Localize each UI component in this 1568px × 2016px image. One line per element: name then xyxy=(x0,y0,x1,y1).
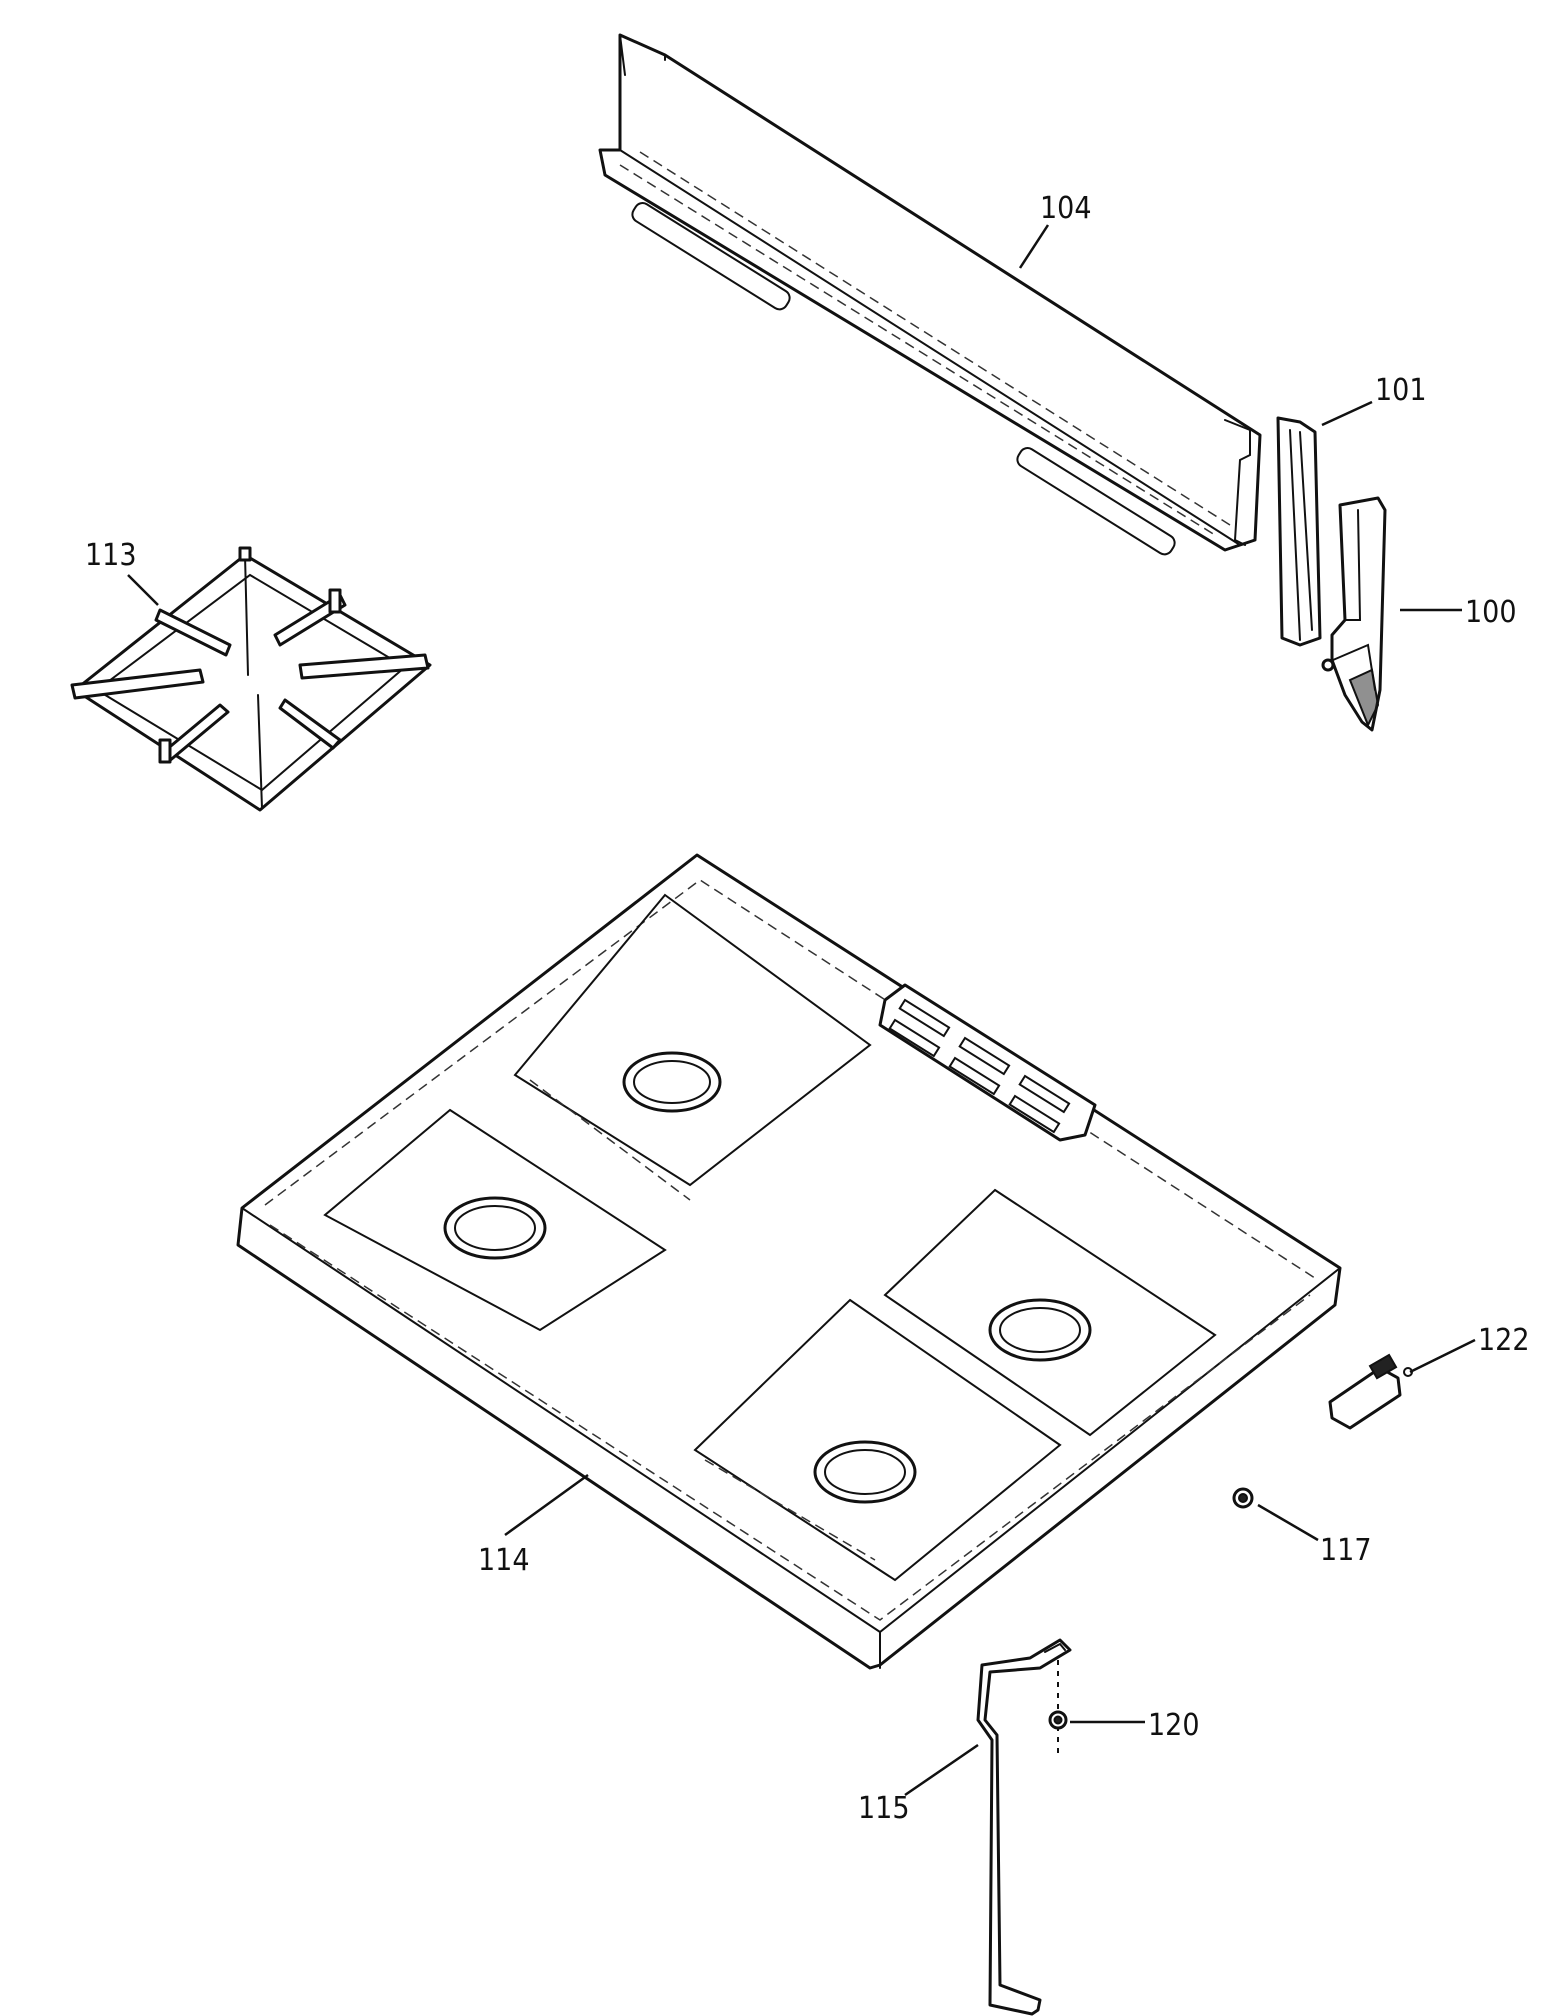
label-122: 122 xyxy=(1478,1323,1530,1358)
label-100: 100 xyxy=(1465,595,1517,630)
grate-113 xyxy=(70,546,432,812)
backsplash-104 xyxy=(598,33,1262,556)
bracket-122 xyxy=(1328,1353,1413,1430)
cooktop-114 xyxy=(236,853,1342,1670)
label-114: 114 xyxy=(478,1543,530,1578)
label-113: 113 xyxy=(85,538,137,573)
screw-120 xyxy=(1048,1660,1068,1755)
nut-117 xyxy=(1232,1487,1254,1509)
trim-101 xyxy=(1276,416,1322,647)
endcap-100 xyxy=(1321,496,1387,732)
label-120: 120 xyxy=(1148,1708,1200,1743)
label-115: 115 xyxy=(858,1791,910,1826)
rod-115 xyxy=(976,1638,1072,2016)
label-117: 117 xyxy=(1320,1533,1372,1568)
leader-lines xyxy=(127,224,1476,1797)
part-labels: 104 101 100 113 114 122 117 120 115 xyxy=(85,191,1530,1826)
label-101: 101 xyxy=(1375,373,1427,408)
label-104: 104 xyxy=(1040,191,1092,226)
